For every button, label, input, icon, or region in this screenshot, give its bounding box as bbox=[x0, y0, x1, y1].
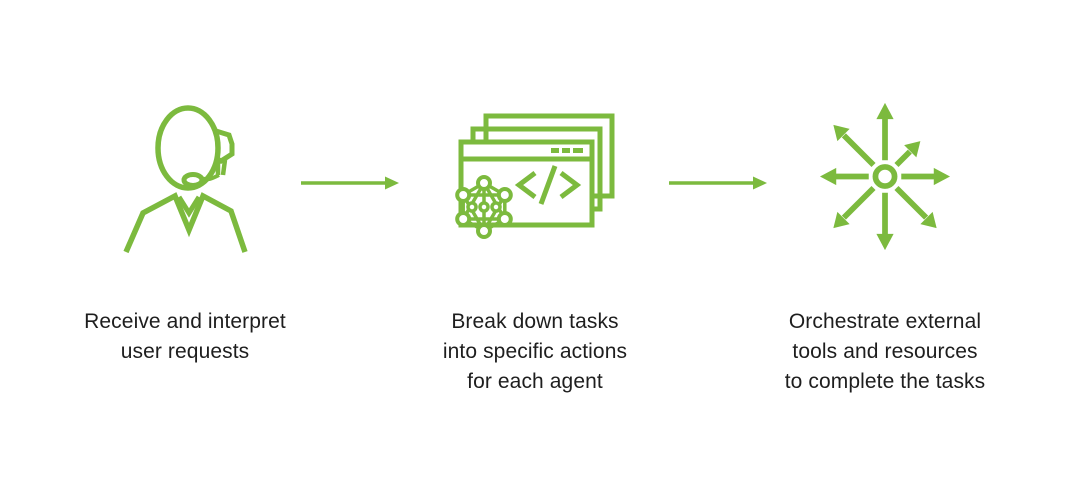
step-caption: Receive and interpret user requests bbox=[84, 310, 286, 363]
code-window-graph-icon bbox=[375, 45, 695, 307]
step-break-down-tasks: Break down tasks into specific actions f… bbox=[375, 45, 695, 397]
step-receive-requests: Receive and interpret user requests bbox=[25, 45, 345, 367]
step-caption: Break down tasks into specific actions f… bbox=[442, 310, 628, 393]
step-orchestrate-tools: Orchestrate external tools and resources… bbox=[725, 45, 1045, 397]
step-caption: Orchestrate external tools and resources… bbox=[784, 310, 986, 393]
flow-right-arrow-icon bbox=[668, 173, 768, 193]
flow-right-arrow-icon bbox=[300, 173, 400, 193]
headset-agent-person-icon bbox=[25, 45, 345, 307]
radiating-arrows-icon bbox=[725, 45, 1045, 307]
